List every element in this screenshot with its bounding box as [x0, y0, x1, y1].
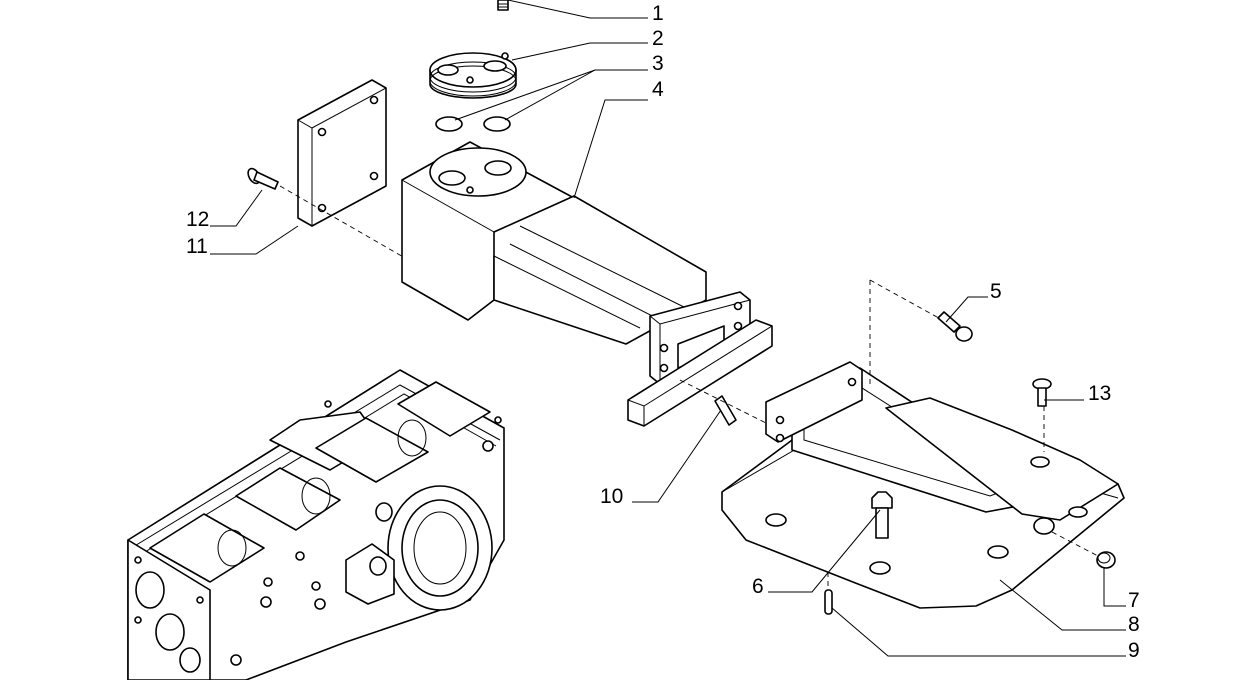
callout-1: 1 [652, 2, 664, 25]
part-11-cover-plate [297, 79, 387, 227]
part-5-cap-screw [937, 311, 973, 342]
callout-4: 4 [652, 78, 664, 101]
part-8-bottom-cover [721, 361, 1125, 609]
callout-5: 5 [990, 280, 1002, 303]
callout-10: 10 [600, 485, 623, 508]
part-9-dowel-pin [824, 589, 833, 615]
part-13-screw [1032, 378, 1052, 407]
callout-13: 13 [1088, 382, 1111, 405]
axis-11-12 [279, 185, 413, 263]
callout-9: 9 [1128, 639, 1140, 662]
part-10-pin [714, 395, 737, 426]
part-6-bolt [871, 491, 893, 539]
axis-10 [679, 379, 781, 431]
callout-2: 2 [652, 27, 664, 50]
part-12-screw [247, 167, 279, 190]
callout-12: 12 [186, 208, 209, 231]
part-2-round-plug [429, 52, 517, 99]
callout-8: 8 [1128, 613, 1140, 636]
callout-7: 7 [1128, 589, 1140, 612]
part-3-o-rings [435, 116, 511, 132]
part-1-screw [497, 0, 509, 11]
part-7-plug [1096, 551, 1116, 569]
axis-5 [869, 279, 947, 323]
transmission-casing [127, 369, 505, 680]
callout-6: 6 [752, 575, 764, 598]
callout-labels: 1 2 3 4 5 6 7 8 9 10 11 12 13 [186, 2, 1140, 662]
part-4-housing [401, 141, 773, 427]
callout-3: 3 [652, 52, 664, 75]
callout-11: 11 [186, 235, 208, 258]
leader-lines [210, 0, 1126, 657]
